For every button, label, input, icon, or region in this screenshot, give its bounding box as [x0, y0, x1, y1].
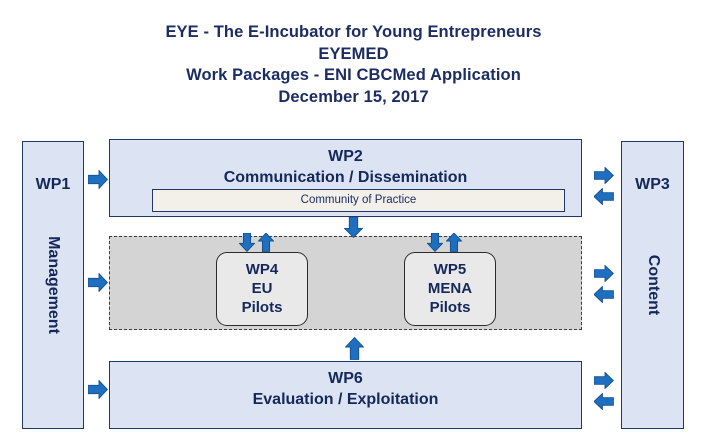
wp1-code: WP1: [35, 176, 71, 193]
wp1-name: Management: [45, 236, 62, 334]
wp5-code: WP5: [433, 261, 467, 278]
wp3-name: Content: [644, 254, 662, 316]
arrow-down-icon-wp4: [239, 233, 255, 252]
title-line-1: EYE - The E-Incubator for Young Entrepre…: [165, 23, 542, 41]
wp5-line3: Pilots: [429, 299, 471, 316]
wp5-line2: MENA: [427, 280, 473, 297]
arrow-left-icon-wp3-to-pilots: [594, 286, 614, 303]
wp3-content-box: WP3 Content: [621, 141, 684, 429]
arrow-up-icon-wp5: [446, 233, 462, 252]
arrow-up-icon-wp4: [258, 233, 274, 252]
wp5-mena-pilots-box: WP5 MENA Pilots: [404, 252, 496, 326]
arrow-down-icon-wp2-to-pilots: [344, 217, 363, 238]
pilots-region: [109, 236, 582, 330]
wp3-code: WP3: [635, 176, 670, 193]
wp4-eu-pilots-box: WP4 EU Pilots: [216, 252, 308, 326]
arrow-down-icon-wp5: [427, 233, 443, 252]
community-of-practice-box: Community of Practice: [152, 189, 565, 212]
arrow-right-icon-wp1-to-wp6: [88, 380, 108, 399]
page-title: EYE - The E-Incubator for Young Entrepre…: [0, 22, 707, 108]
wp4-line2: EU: [251, 280, 273, 297]
arrow-right-icon-wp1-to-wp2: [88, 170, 108, 189]
arrow-right-icon-wp6-to-wp3: [594, 372, 614, 389]
arrow-right-icon-wp2-to-wp3: [594, 167, 614, 184]
wp2-name: Communication / Dissemination: [223, 169, 468, 186]
arrow-left-icon-wp3-to-wp2: [594, 188, 614, 205]
title-line-2: EYEMED: [318, 44, 389, 63]
wp1-management-box: WP1 Management: [22, 141, 84, 429]
wp6-evaluation-box: WP6 Evaluation / Exploitation: [109, 361, 582, 429]
arrow-right-icon-pilots-to-wp3: [594, 265, 614, 282]
arrow-left-icon-wp3-to-wp6: [594, 393, 614, 410]
wp2-code: WP2: [328, 148, 363, 165]
wp6-name: Evaluation / Exploitation: [252, 391, 439, 408]
wp4-line3: Pilots: [241, 299, 283, 316]
arrow-up-icon-wp6-to-pilots: [345, 337, 364, 360]
arrow-right-icon-wp1-to-pilots: [88, 273, 108, 292]
wp4-code: WP4: [245, 261, 279, 278]
title-line-3: Work Packages - ENI CBCMed Application: [186, 66, 521, 84]
wp6-code: WP6: [328, 370, 363, 387]
title-line-4: December 15, 2017: [278, 87, 429, 106]
